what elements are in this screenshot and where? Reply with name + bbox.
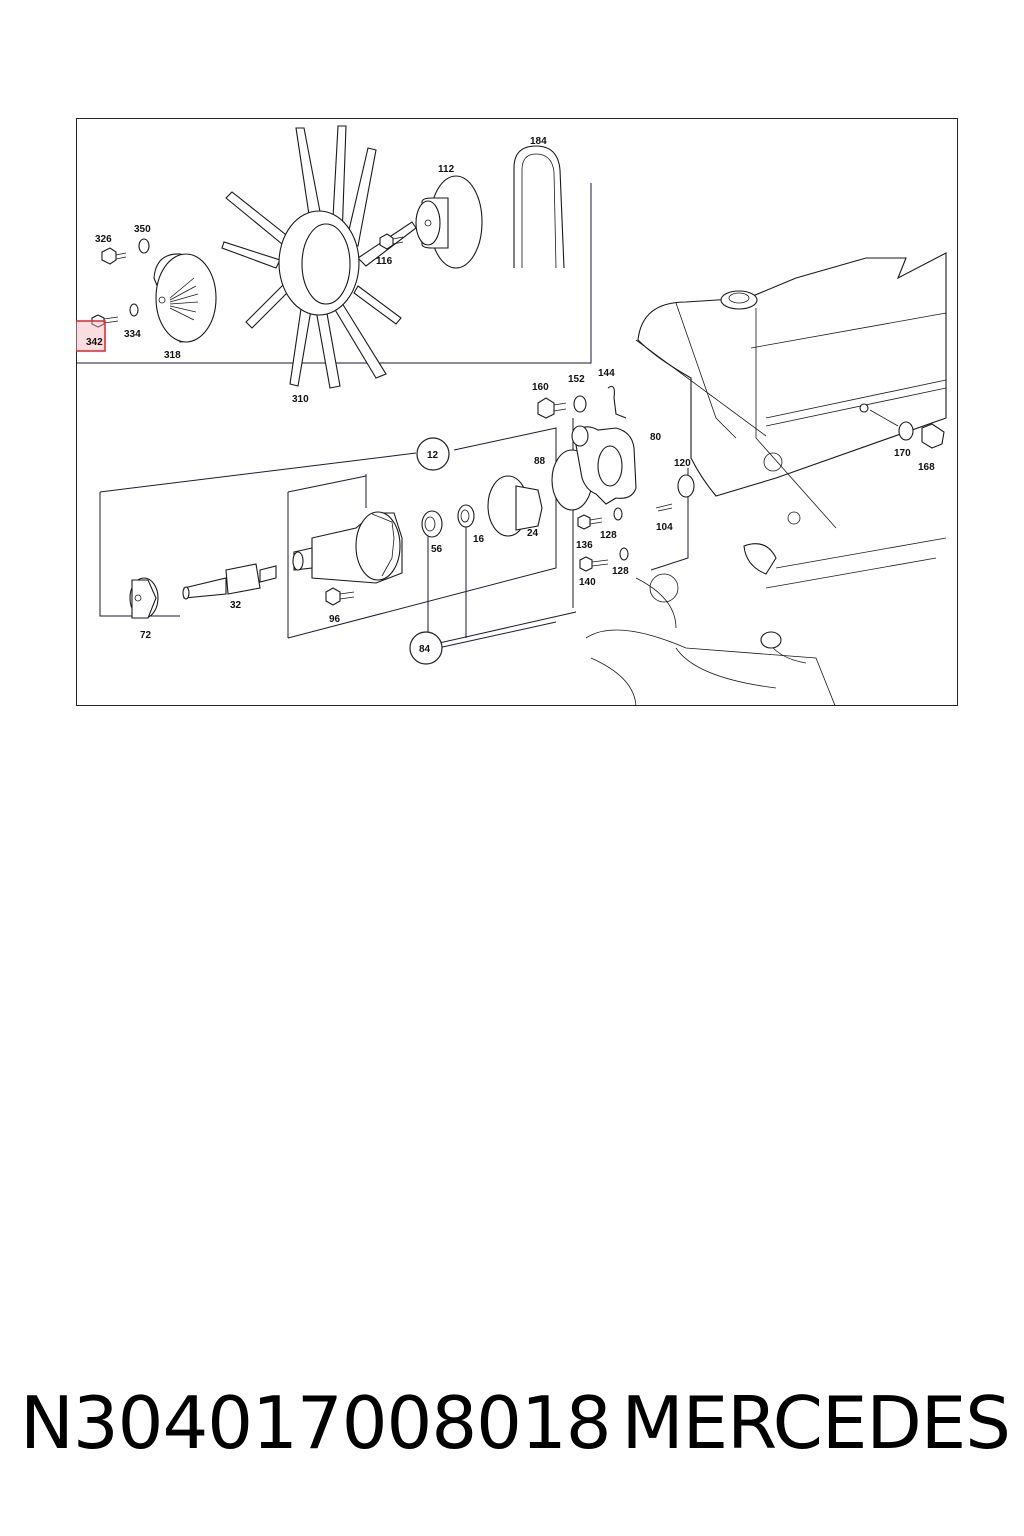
callout-16: 16 (473, 534, 485, 545)
pulley-part (415, 175, 483, 269)
footer-caption: N304017008018 MERCEDES (20, 1378, 1011, 1468)
brand-name: MERCEDES (621, 1381, 1011, 1465)
seal-16 (457, 504, 475, 528)
part-number: N304017008018 (20, 1381, 612, 1465)
washer-part (129, 303, 139, 317)
callout-318: 318 (164, 350, 181, 361)
callout-12: 12 (427, 450, 439, 461)
callout-circle-12 (416, 437, 450, 471)
drive-belt (513, 145, 565, 269)
exploded-parts-diagram: 326 350 342 334 318 310 112 116 184 160 … (76, 118, 958, 706)
callout-184: 184 (530, 136, 547, 147)
callout-152: 152 (568, 374, 585, 385)
callout-334: 334 (124, 329, 141, 340)
callout-80: 80 (650, 432, 662, 443)
callout-72: 72 (140, 630, 152, 641)
callout-128-upper: 128 (600, 530, 617, 541)
callout-116: 116 (376, 256, 393, 267)
callout-128-lower: 128 (612, 566, 629, 577)
callout-24: 24 (527, 528, 539, 539)
callout-326: 326 (95, 234, 112, 245)
callout-104: 104 (656, 522, 673, 533)
shaft-32 (182, 563, 277, 600)
washer-part (138, 238, 150, 254)
fan-blade-assembly (221, 125, 417, 389)
callout-310: 310 (292, 394, 309, 405)
callout-168: 168 (918, 462, 935, 473)
callout-342: 342 (86, 337, 103, 348)
bolt-96 (325, 587, 355, 606)
thermostat-housing-80 (571, 425, 637, 505)
impeller-24 (487, 475, 543, 537)
callout-112: 112 (438, 164, 455, 175)
callout-350: 350 (134, 224, 151, 235)
callout-160: 160 (532, 382, 549, 393)
seal-56 (421, 510, 443, 538)
gasket-120 (677, 474, 695, 498)
callout-56: 56 (431, 544, 443, 555)
engine-block-illustration (585, 252, 947, 706)
callout-144: 144 (598, 368, 615, 379)
callout-170: 170 (894, 448, 911, 459)
clip-144 (607, 385, 627, 419)
seal-ring-152 (573, 395, 587, 413)
callout-circle-84 (409, 631, 443, 665)
callout-96: 96 (329, 614, 341, 625)
viscous-coupling (153, 253, 217, 343)
plug-168-170 (859, 403, 945, 449)
bolts-128-136-140 (577, 503, 673, 572)
callout-140: 140 (579, 577, 596, 588)
hub-72 (129, 577, 159, 619)
kit-84-leaders (425, 528, 577, 647)
callout-84: 84 (419, 644, 431, 655)
callout-32: 32 (230, 600, 242, 611)
water-pump-assembly (292, 511, 403, 584)
bolt-160 (537, 397, 567, 419)
callout-120: 120 (674, 458, 691, 469)
callout-88: 88 (534, 456, 546, 467)
callout-136: 136 (576, 540, 593, 551)
highlight-box (76, 320, 106, 352)
